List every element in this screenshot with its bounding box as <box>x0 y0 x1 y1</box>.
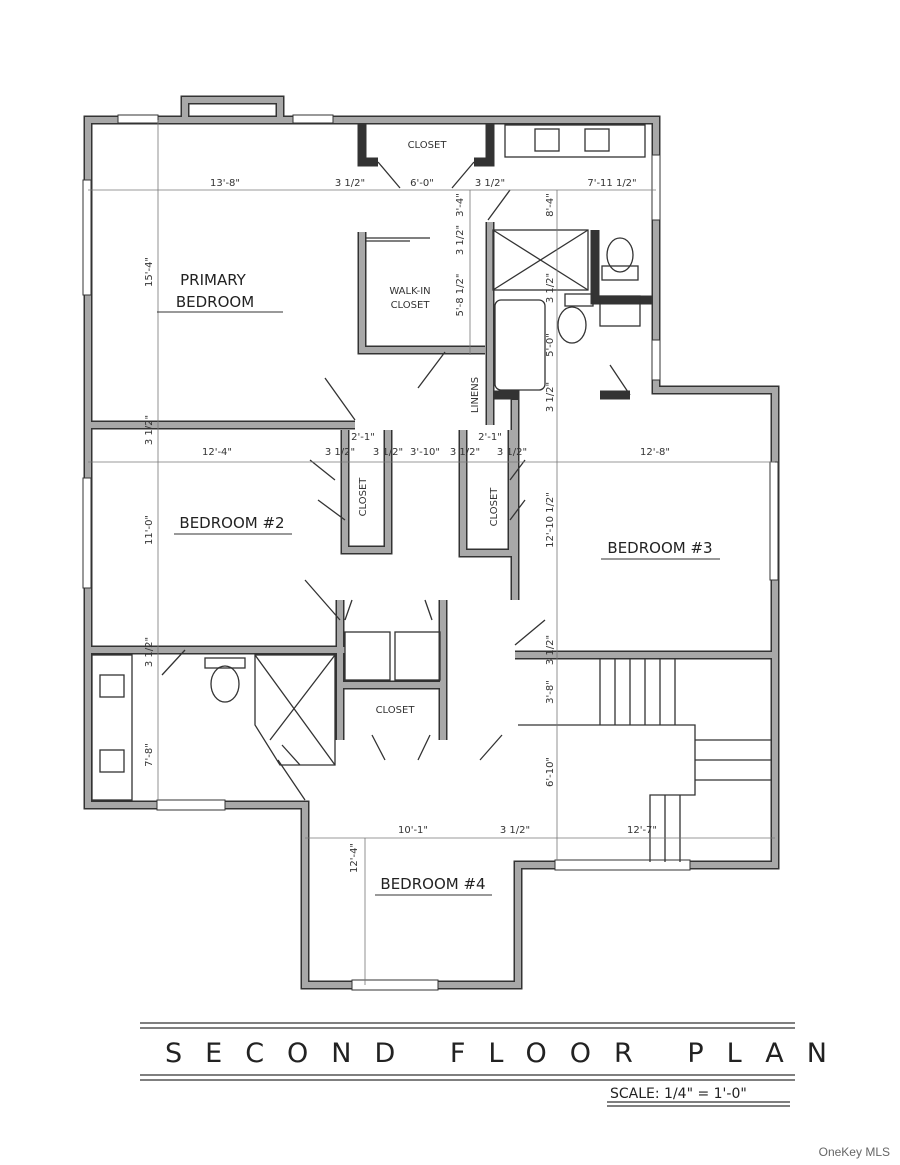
linen-shelf <box>344 631 391 681</box>
dim-label: 12'-7" <box>627 825 657 836</box>
window <box>769 461 779 581</box>
room-labels: CLOSET WALK-IN CLOSET PRIMARY BEDROOM LI… <box>157 140 720 896</box>
plan-scale: SCALE: 1/4" = 1'-0" <box>610 1086 747 1102</box>
stairs <box>518 658 772 862</box>
dim-label: 7'-11 1/2" <box>587 178 636 189</box>
window <box>651 154 661 221</box>
dim-label: 3 1/2" <box>335 178 365 189</box>
toilet-icon <box>557 306 587 344</box>
room-label-hall-closet: CLOSET <box>376 705 416 716</box>
dimension-labels: 13'-8" 3 1/2" 6'-0" 3 1/2" 7'-11 1/2" 3'… <box>144 178 670 873</box>
dim-label: 12'-4" <box>202 447 232 458</box>
dim-label: 7'-8" <box>144 743 155 767</box>
sink-icon <box>99 749 125 773</box>
toilet-icon <box>606 237 634 273</box>
window <box>117 114 159 124</box>
shower <box>492 229 589 291</box>
dim-label: 3'-10" <box>410 447 440 458</box>
window <box>156 799 226 811</box>
room-label-walkin-closet: WALK-IN <box>389 286 430 297</box>
dim-label: 3 1/2" <box>545 635 556 665</box>
room-label-bedroom3: BEDROOM #3 <box>607 539 712 557</box>
room-label-primary-bedroom: PRIMARY <box>180 271 247 289</box>
window <box>82 179 92 296</box>
dim-label: 5'-0" <box>545 333 556 357</box>
window <box>651 339 661 381</box>
dim-label: 3 1/2" <box>545 382 556 412</box>
dim-label: 12'-8" <box>640 447 670 458</box>
shower <box>254 654 336 766</box>
dim-label: 2'-1" <box>351 432 375 443</box>
sink-icon <box>99 674 125 698</box>
walls <box>83 95 780 990</box>
dim-label: 3 1/2" <box>545 273 556 303</box>
window <box>82 477 92 589</box>
sink-icon <box>584 128 610 152</box>
room-label-bedroom2-closet: CLOSET <box>358 477 369 517</box>
window <box>554 859 691 871</box>
dim-label: 5'-8 1/2" <box>455 274 466 317</box>
room-label-bedroom2: BEDROOM #2 <box>179 514 284 532</box>
room-label-linens: LINENS <box>470 377 481 413</box>
room-label-top-closet: CLOSET <box>408 140 448 151</box>
dim-label: 3 1/2" <box>475 178 505 189</box>
dim-label: 3 1/2" <box>455 225 466 255</box>
toilet-icon <box>210 665 240 703</box>
window <box>351 979 439 991</box>
room-label-bedroom3-closet: CLOSET <box>489 487 500 527</box>
dim-label: 3 1/2" <box>500 825 530 836</box>
bathtub <box>494 299 546 391</box>
dim-label: 3'-4" <box>455 193 466 217</box>
dim-label: 3 1/2" <box>450 447 480 458</box>
title-block: SECOND FLOOR PLAN SCALE: 1/4" = 1'-0" <box>140 1022 850 1107</box>
watermark: OneKey MLS <box>818 1145 890 1159</box>
dim-label: 3 1/2" <box>144 637 155 667</box>
sink-icon <box>599 295 641 327</box>
dim-label: 10'-1" <box>398 825 428 836</box>
dim-label: 11'-0" <box>144 515 155 545</box>
dim-label: 15'-4" <box>144 257 155 287</box>
dim-label: 2'-1" <box>478 432 502 443</box>
fixtures <box>91 124 646 801</box>
dim-label: 3 1/2" <box>144 415 155 445</box>
dim-label: 3 1/2" <box>497 447 527 458</box>
vanity <box>504 124 646 158</box>
dim-label: 3 1/2" <box>325 447 355 458</box>
linen-shelf <box>394 631 441 681</box>
dim-label: 12'-4" <box>349 843 360 873</box>
dim-label: 8'-4" <box>545 193 556 217</box>
closet-rod <box>365 237 430 242</box>
room-label-primary-bedroom: BEDROOM <box>176 293 254 311</box>
window <box>292 114 334 124</box>
vanity <box>91 654 133 801</box>
dimension-lines <box>88 120 775 985</box>
dim-label: 3'-8" <box>545 680 556 704</box>
sink-icon <box>534 128 560 152</box>
plan-title: SECOND FLOOR PLAN <box>165 1038 850 1069</box>
dim-label: 6'-10" <box>545 757 556 787</box>
windows <box>82 114 779 991</box>
dim-label: 6'-0" <box>410 178 434 189</box>
dim-label: 13'-8" <box>210 178 240 189</box>
room-label-walkin-closet: CLOSET <box>391 300 431 311</box>
dim-label: 12'-10 1/2" <box>545 492 556 548</box>
room-label-bedroom4: BEDROOM #4 <box>380 875 485 893</box>
dim-label: 3 1/2" <box>373 447 403 458</box>
doors <box>161 161 631 801</box>
